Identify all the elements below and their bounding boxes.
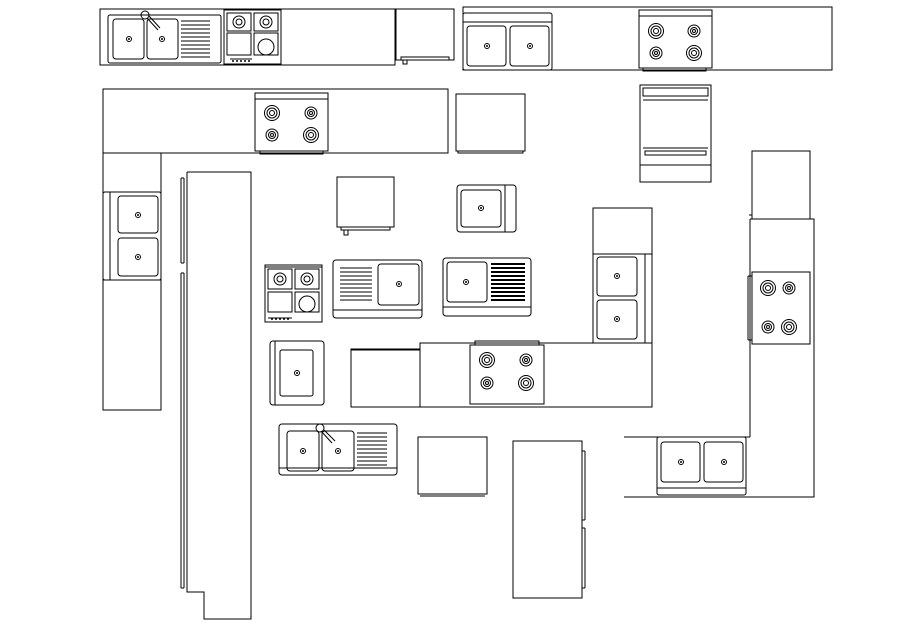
counter-run-top-left: [99, 8, 396, 66]
counter-run-right-l: [624, 150, 815, 498]
double-sink-left: [102, 191, 162, 281]
refrigerator-bottom: [512, 440, 586, 599]
dishwasher-second-row: [455, 93, 526, 154]
gas-cooktop-top-right: [638, 9, 713, 72]
double-sink-with-drainboard: [107, 10, 222, 64]
gas-cooktop-right: [747, 271, 811, 345]
single-sink-middle: [456, 184, 517, 233]
single-sink-small: [269, 340, 325, 406]
sink-with-drainboard-middle: [332, 259, 423, 319]
counter-run-top-right: [462, 6, 833, 72]
range-front: [639, 84, 712, 183]
double-sink-top-right: [462, 12, 553, 71]
dishwasher-top: [395, 8, 455, 65]
dishwasher-middle: [336, 176, 395, 236]
gas-cooktop-middle: [469, 340, 545, 405]
double-sink-right: [656, 436, 747, 496]
electric-cooktop-middle: [264, 264, 323, 323]
electric-cooktop: [223, 9, 282, 65]
sink-with-dark-drainboard: [442, 257, 532, 317]
gas-cooktop-second-row: [254, 92, 329, 155]
double-sink-bottom: [278, 423, 398, 476]
counter-run-left-vertical: [102, 152, 162, 411]
drainboard-ribs: [181, 20, 210, 58]
tall-unit-right-middle: [592, 207, 653, 344]
counter-run-second-row: [102, 88, 449, 155]
dishwasher-bottom: [417, 436, 488, 497]
counter-run-middle: [350, 340, 653, 408]
tall-cabinet-column: [180, 171, 252, 620]
